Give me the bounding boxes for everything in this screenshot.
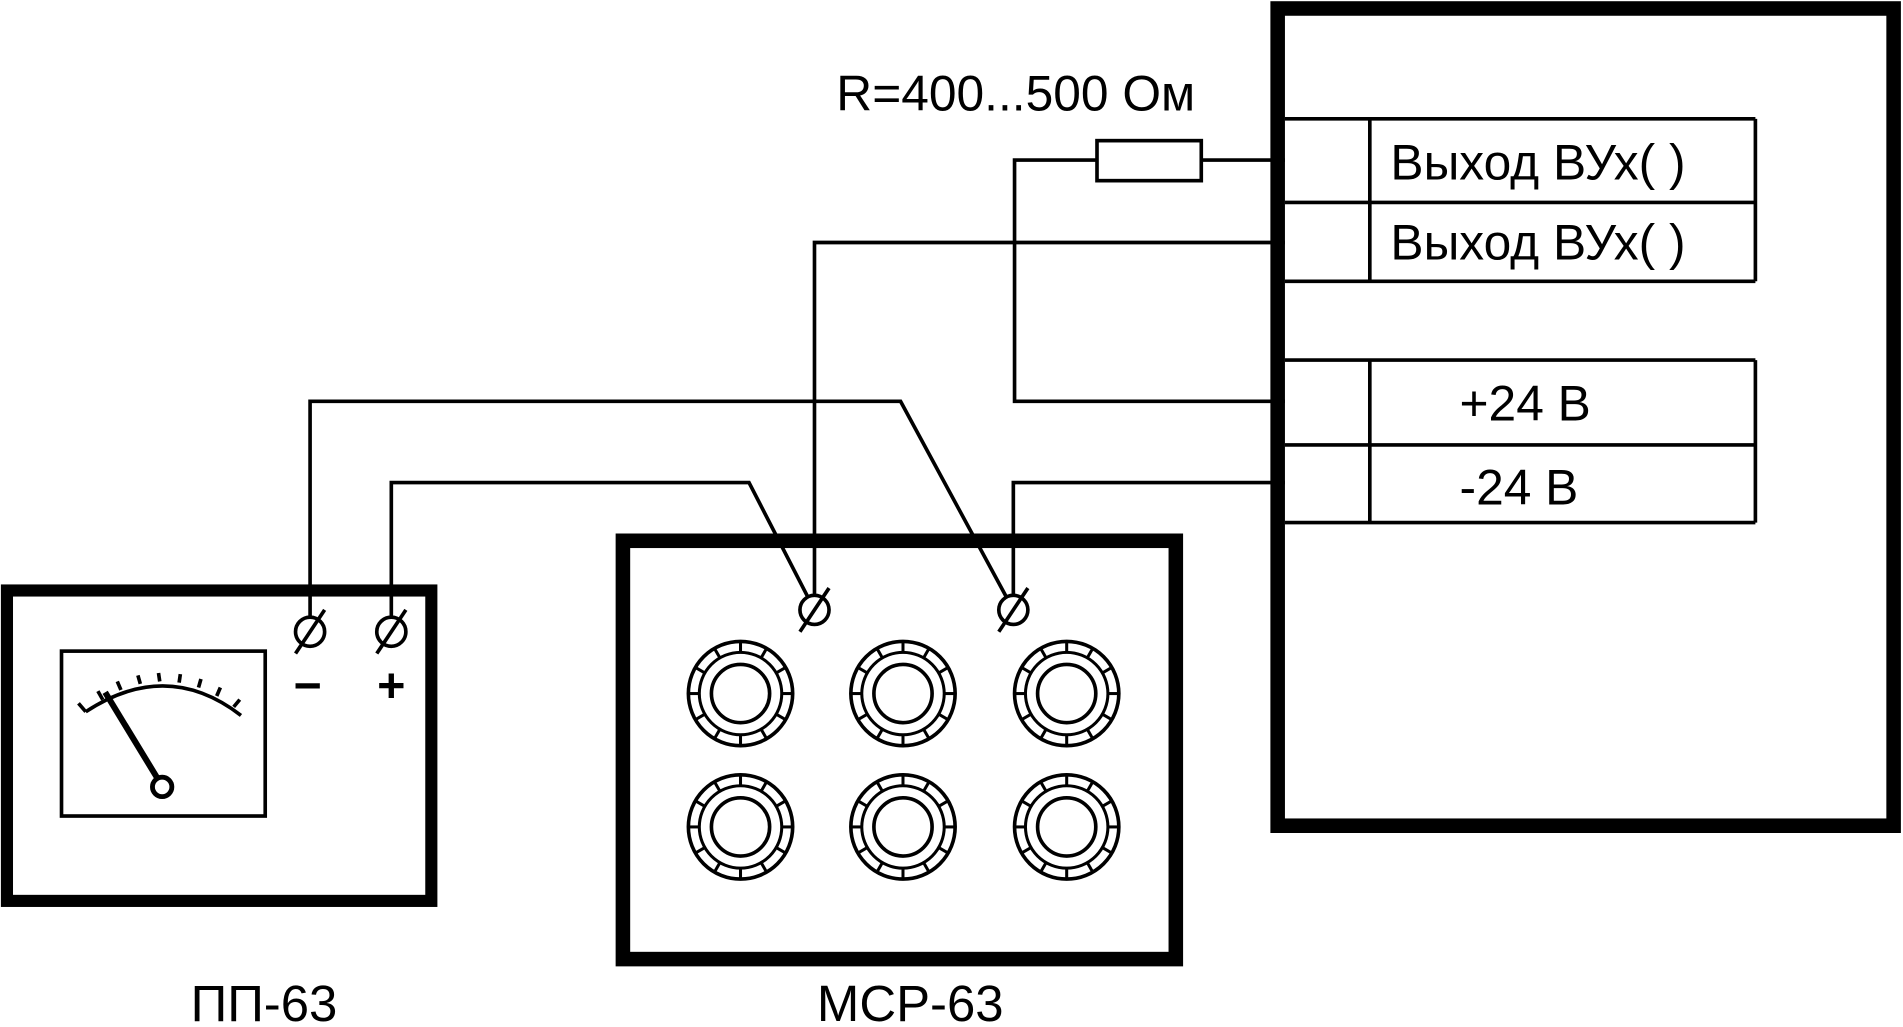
meter-terminal-plus [374, 608, 408, 655]
wires [308, 158, 1285, 632]
rotary-switch-3 [1012, 639, 1121, 748]
rotary-switch-2 [849, 639, 957, 748]
rotary-switch-5 [849, 772, 957, 881]
box-housing [615, 533, 1184, 967]
box-name: МСР-63 [817, 975, 1004, 1027]
meter-display [59, 649, 268, 818]
box-mcr63 [615, 533, 1184, 967]
terminal-group-power [1284, 358, 1758, 525]
box-terminal-left [798, 587, 831, 633]
meter-housing [0, 584, 438, 907]
meter-name: ПП-63 [191, 975, 338, 1027]
resistor [1095, 138, 1204, 183]
meter-needle [102, 690, 163, 784]
meter-pp63: − + [0, 584, 438, 907]
terminal-label-plus24: +24 В [1460, 376, 1591, 432]
wire-meter-plus-to-mcr-left [389, 480, 817, 632]
terminal-label-minus24: -24 В [1460, 459, 1579, 515]
meter-scale-arc [84, 684, 243, 717]
terminal-label-output-2: Выход ВУх( ) [1390, 214, 1685, 270]
box-knobs [686, 639, 1121, 881]
meter-needle-pivot [150, 774, 175, 800]
rotary-switch-4 [686, 772, 795, 881]
terminal-label-output-1: Выход ВУх( ) [1390, 134, 1685, 190]
controller-housing [1270, 1, 1901, 833]
wire-minus24-to-mcr-right [1011, 480, 1285, 610]
meter-scale-ticks [77, 672, 242, 713]
terminal-group-outputs [1284, 117, 1758, 284]
resistor-label: R=400...500 Ом [836, 65, 1195, 121]
controller-block: Выход ВУх( ) Выход ВУх( ) +24 В -24 В [1270, 1, 1901, 833]
wire-resistor-to-plus24 [1012, 158, 1285, 404]
meter-plus-label: + [377, 659, 405, 713]
wire-meter-minus-to-mcr-right [308, 399, 1015, 632]
box-terminal-right [996, 587, 1030, 633]
meter-minus-label: − [293, 659, 321, 713]
meter-terminal-minus [293, 608, 327, 655]
wire-output2-to-mcr-left [812, 240, 1285, 610]
rotary-switch-1 [686, 639, 795, 748]
rotary-switch-6 [1012, 772, 1121, 881]
